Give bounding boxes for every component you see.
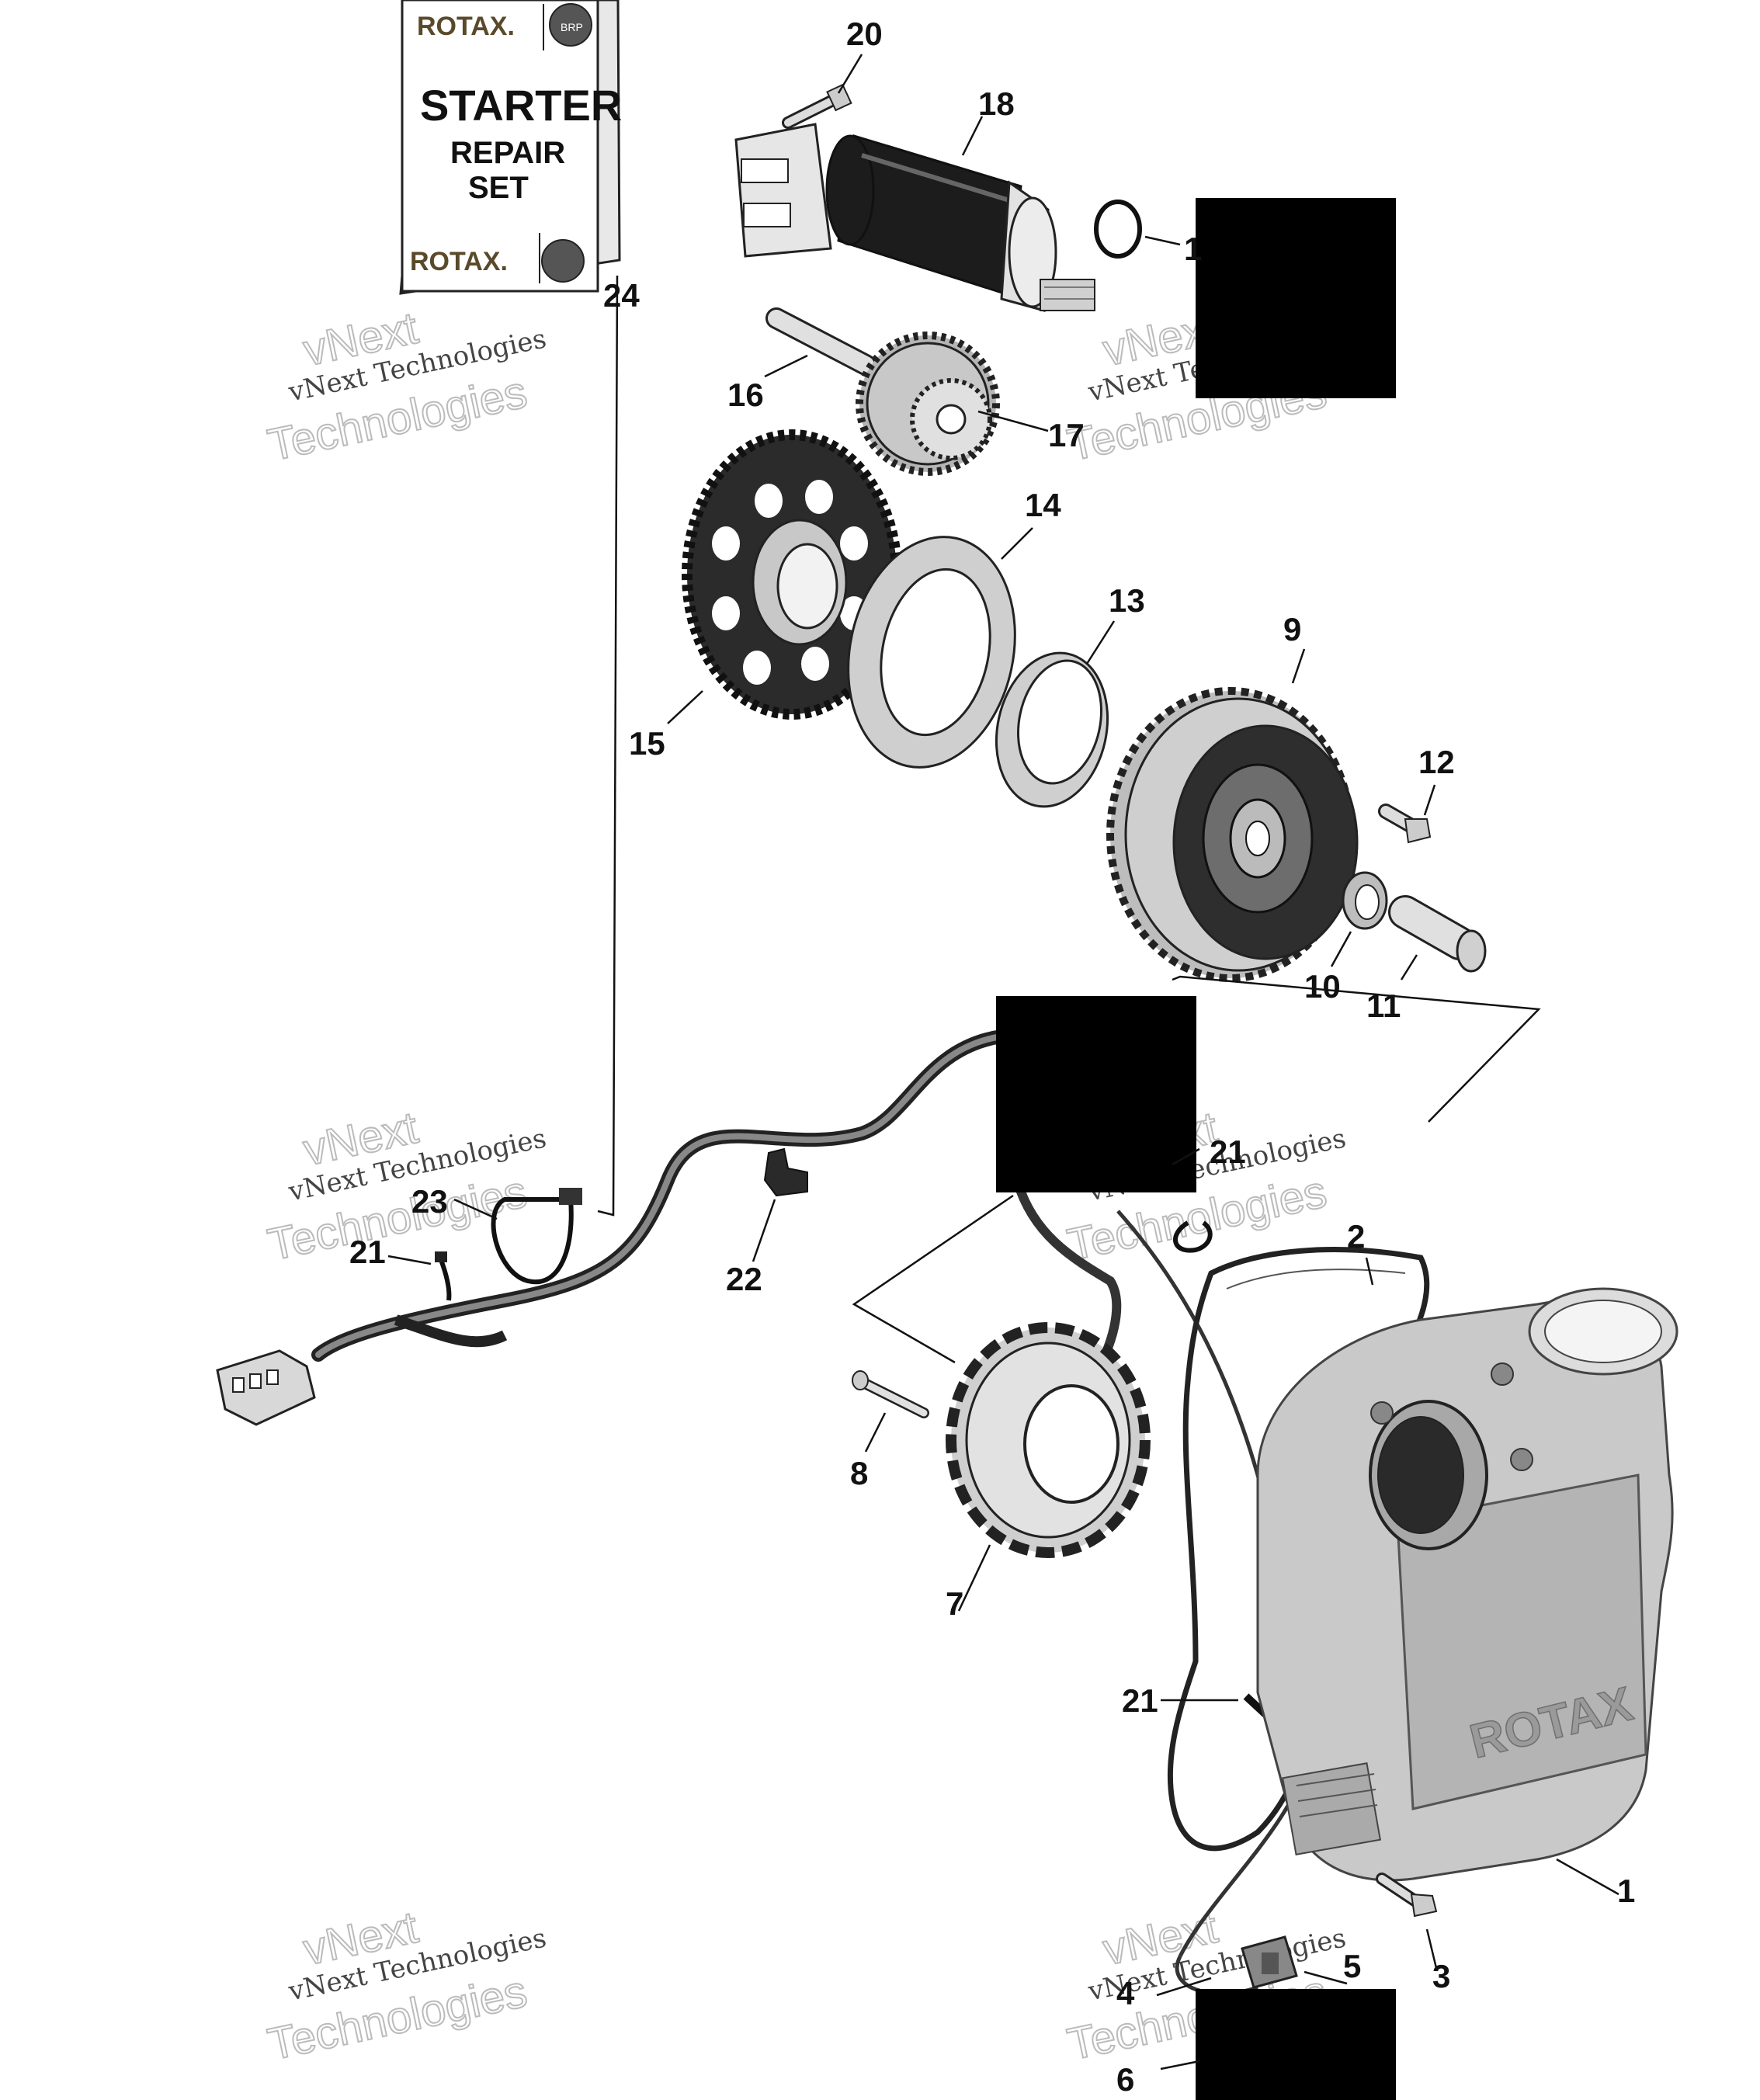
kit-brand-bottom: ROTAX. xyxy=(410,247,508,276)
watermark-mid-left: Technologies vNext vNext Technologies xyxy=(263,1102,550,1272)
kit-title-repair: REPAIR xyxy=(450,136,565,170)
magneto-cover: ROTAX xyxy=(1256,1287,1678,1882)
callout-10: 10 xyxy=(1304,968,1341,1005)
callout-11: 11 xyxy=(1366,988,1401,1024)
cable-tie-clip-right xyxy=(1173,1220,1213,1253)
magneto-stator xyxy=(946,1322,1151,1558)
sprag-clutch-sleeve xyxy=(995,651,1109,808)
starter-motor xyxy=(734,123,1095,312)
starter-repair-set-kit: ROTAX. BRP STARTER REPAIR SET ROTAX. xyxy=(399,0,622,295)
callout-8: 8 xyxy=(850,1455,868,1491)
callout-12: 12 xyxy=(1418,744,1455,780)
rotor-washer xyxy=(1342,871,1388,930)
rotor-small-bolt xyxy=(1378,804,1432,844)
redaction-box-middle xyxy=(996,996,1196,1192)
watermark-top-left: Technologies vNext vNext Technologies xyxy=(263,302,550,472)
callout-6: 6 xyxy=(1116,2061,1134,2098)
kit-title-starter: STARTER xyxy=(420,81,622,130)
harness-clamp xyxy=(763,1147,808,1197)
starter-screw xyxy=(782,83,852,129)
callout-16: 16 xyxy=(727,377,764,413)
callout-3: 3 xyxy=(1432,1958,1450,1994)
callout-17: 17 xyxy=(1048,417,1085,453)
crankshaft-position-sensor xyxy=(1241,1935,1298,1989)
callout-21-right: 21 xyxy=(1210,1133,1246,1170)
rotor-bolt xyxy=(1388,895,1487,973)
callout-labels: 1 2 3 4 5 6 7 8 9 10 11 12 13 14 15 16 1… xyxy=(349,16,1635,2098)
watermark-bottom-left: Technologies vNext vNext Technologies xyxy=(263,1901,550,2071)
callout-13: 13 xyxy=(1109,582,1145,619)
callout-1: 1 xyxy=(1617,1873,1635,1909)
magneto-cover-gasket xyxy=(1167,1247,1430,1852)
callout-21-left: 21 xyxy=(349,1234,386,1270)
svg-text:BRP: BRP xyxy=(561,21,583,33)
brp-badge-icon-bottom xyxy=(541,239,585,283)
idler-shaft-pin xyxy=(765,307,877,376)
starter-ring-gear xyxy=(682,429,902,720)
callout-22: 22 xyxy=(726,1261,762,1297)
kit-title-set: SET xyxy=(468,171,529,205)
callout-24: 24 xyxy=(603,277,640,314)
brp-badge-icon xyxy=(549,3,592,47)
callout-15: 15 xyxy=(629,725,665,762)
intermediate-gear xyxy=(856,331,1000,476)
callout-14: 14 xyxy=(1025,487,1061,523)
kit-brand-top: ROTAX. xyxy=(417,12,515,41)
kit-bracket-stator xyxy=(852,1194,1014,1364)
stator-screw xyxy=(852,1370,929,1418)
callout-23: 23 xyxy=(411,1183,448,1220)
callout-20: 20 xyxy=(846,16,883,52)
redaction-box-top xyxy=(1196,198,1396,398)
harness-connector xyxy=(216,1349,316,1426)
starter-o-ring xyxy=(1094,200,1142,259)
callout-18: 18 xyxy=(978,85,1015,122)
callout-21-lower: 21 xyxy=(1122,1682,1158,1719)
callout-19: 1 xyxy=(1184,231,1202,267)
cable-tie-clip-left xyxy=(435,1251,452,1301)
kit-bracket-rotor xyxy=(1172,975,1541,1123)
leader-lines xyxy=(387,54,1619,2070)
magneto-rotor xyxy=(1106,687,1359,982)
cover-screw xyxy=(1376,1873,1438,1918)
callout-7: 7 xyxy=(946,1585,963,1622)
redaction-box-bottom xyxy=(1196,1989,1396,2100)
callout-2: 2 xyxy=(1347,1218,1365,1255)
callout-4: 4 xyxy=(1116,1975,1135,2011)
thrust-washer xyxy=(847,536,1016,769)
callout-9: 9 xyxy=(1283,611,1301,647)
harness-loop-clamp xyxy=(491,1188,582,1285)
callout-5: 5 xyxy=(1343,1948,1361,1984)
